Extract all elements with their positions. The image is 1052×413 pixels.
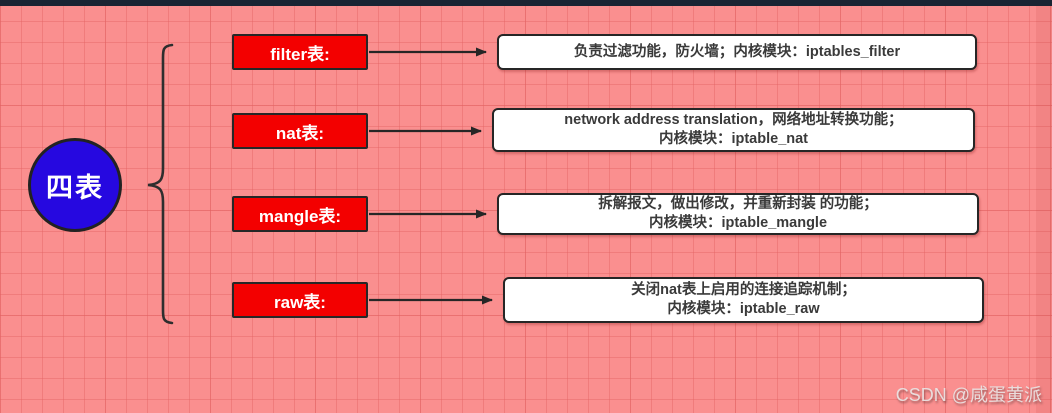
- brace: [147, 43, 174, 325]
- table-node-nat: nat表:: [232, 113, 368, 149]
- table-node-raw-label: raw表:: [274, 292, 326, 312]
- desc-node-filter: 负责过滤功能，防火墙；内核模块：iptables_filter: [497, 34, 977, 70]
- table-node-filter: filter表:: [232, 34, 368, 70]
- desc-node-nat: network address translation，网络地址转换功能； 内核…: [492, 108, 975, 152]
- desc-raw-line2: 内核模块：iptable_raw: [667, 301, 820, 317]
- desc-filter-line1: 负责过滤功能，防火墙；内核模块：iptables_filter: [573, 43, 901, 60]
- desc-node-mangle: 拆解报文，做出修改，并重新封装 的功能； 内核模块：iptable_mangle: [497, 193, 979, 235]
- root-node-label: 四表: [46, 172, 104, 203]
- top-border-bar: [0, 0, 1052, 6]
- table-node-nat-label: nat表:: [275, 123, 325, 143]
- csdn-watermark: CSDN @咸蛋黄派: [895, 385, 1042, 405]
- right-edge-shade: [1036, 6, 1052, 413]
- table-node-mangle-label: mangle表:: [258, 206, 342, 226]
- root-node-four-tables: 四表: [28, 138, 122, 232]
- desc-mangle-line2: 内核模块：iptable_mangle: [648, 215, 828, 231]
- desc-mangle-line1: 拆解报文，做出修改，并重新封装 的功能；: [598, 196, 878, 212]
- desc-nat-line1: network address translation，网络地址转换功能；: [564, 112, 903, 128]
- table-node-raw: raw表:: [232, 282, 368, 318]
- desc-node-raw: 关闭nat表上启用的连接追踪机制； 内核模块：iptable_raw: [503, 277, 984, 323]
- desc-nat-line2: 内核模块：iptable_nat: [658, 131, 809, 147]
- table-node-filter-label: filter表:: [270, 44, 330, 64]
- desc-raw-line1: 关闭nat表上启用的连接追踪机制；: [631, 282, 856, 298]
- table-node-mangle: mangle表:: [232, 196, 368, 232]
